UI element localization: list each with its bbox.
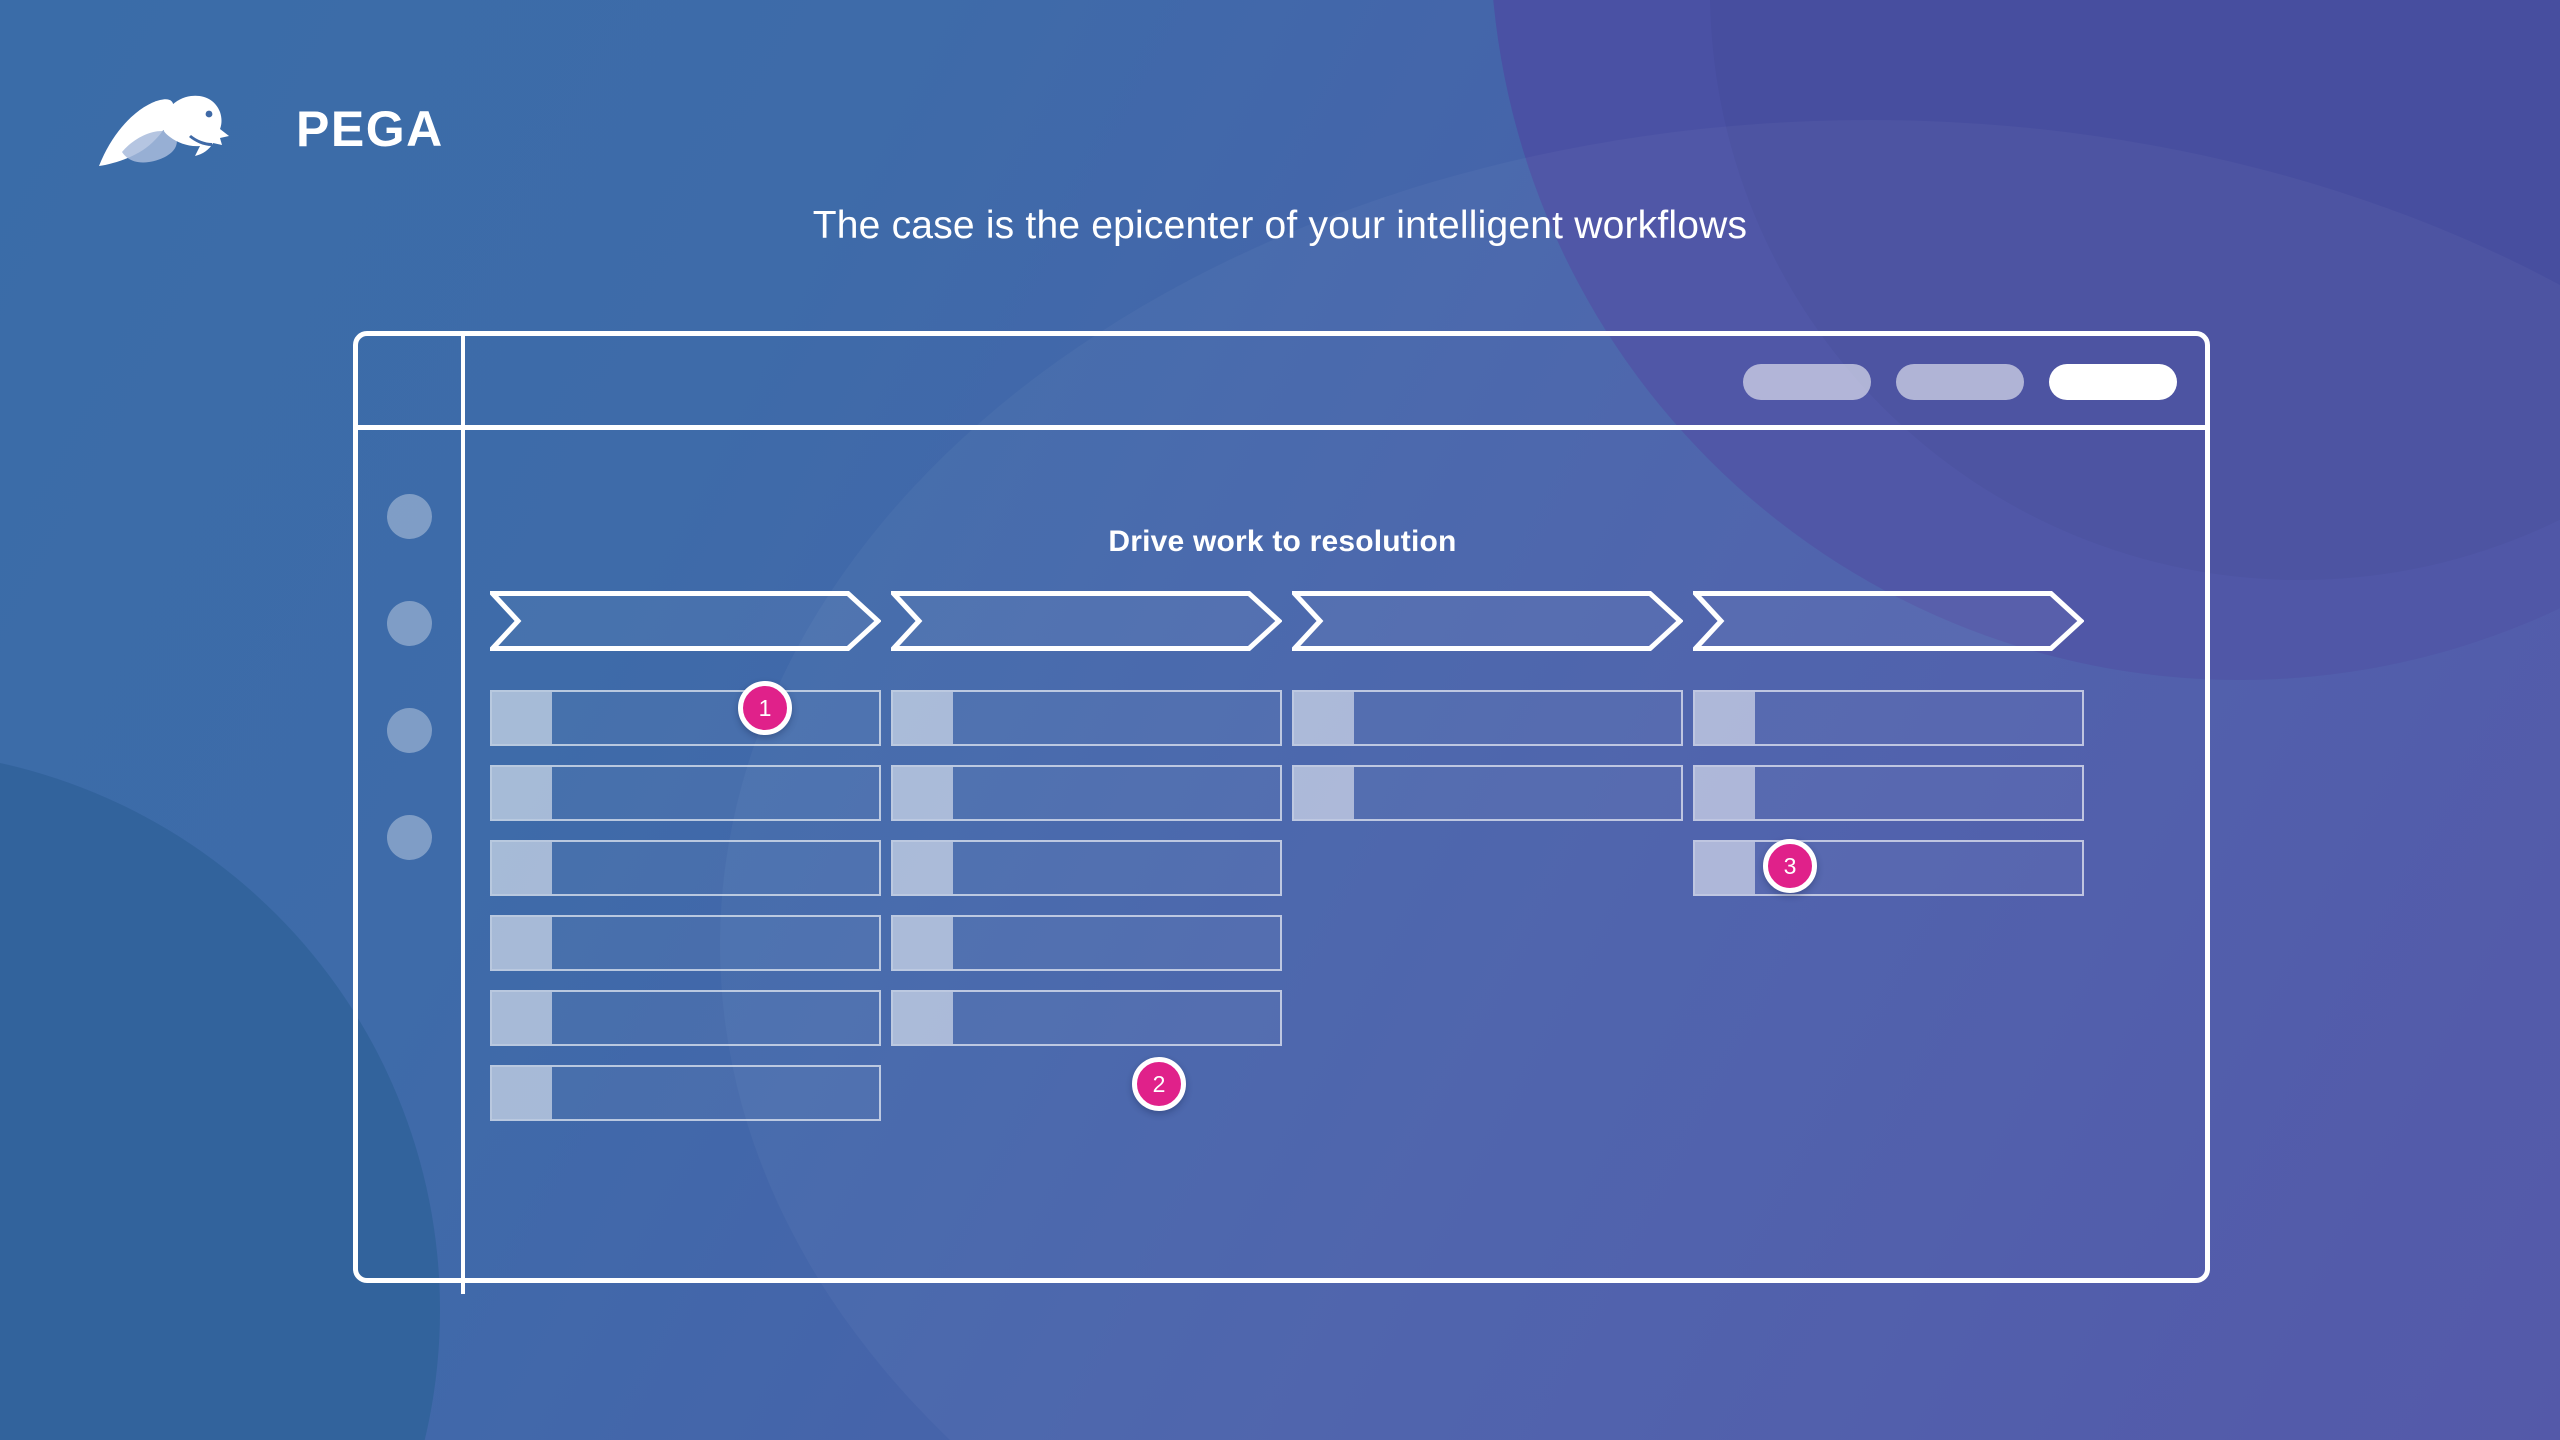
task-card-body — [953, 692, 1280, 744]
task-card[interactable] — [1693, 765, 2084, 821]
stage-column-2 — [891, 690, 1282, 1121]
stage-column-1 — [490, 690, 881, 1121]
stage-columns — [490, 690, 2084, 1121]
task-card-body — [552, 1067, 879, 1119]
sidebar-nav — [387, 494, 432, 860]
task-card-thumbnail — [1695, 692, 1755, 744]
app-window-frame: Drive work to resolution — [353, 331, 2210, 1294]
task-card[interactable] — [1693, 840, 2084, 896]
stage-column-3 — [1292, 690, 1683, 1121]
task-card-thumbnail — [492, 692, 552, 744]
task-card[interactable] — [891, 765, 1282, 821]
callout-badge-1[interactable]: 1 — [738, 681, 792, 735]
task-card[interactable] — [891, 840, 1282, 896]
task-card[interactable] — [490, 990, 881, 1046]
task-card-thumbnail — [492, 842, 552, 894]
task-card-thumbnail — [492, 917, 552, 969]
task-card-body — [1755, 767, 2082, 819]
task-card[interactable] — [1292, 690, 1683, 746]
task-card-body — [1755, 692, 2082, 744]
sidebar-nav-dot-1[interactable] — [387, 494, 432, 539]
task-card[interactable] — [1292, 765, 1683, 821]
window-topbar — [358, 336, 2205, 430]
sidebar-nav-dot-3[interactable] — [387, 708, 432, 753]
task-card-body — [1354, 767, 1681, 819]
task-card[interactable] — [490, 690, 881, 746]
task-card-body — [953, 917, 1280, 969]
brand-logo: PEGA — [96, 88, 444, 170]
task-card-thumbnail — [492, 992, 552, 1044]
toolbar-pill-2[interactable] — [1896, 364, 2024, 400]
task-card-thumbnail — [893, 692, 953, 744]
task-card-body — [552, 767, 879, 819]
task-card-body — [552, 842, 879, 894]
toolbar-pill-1[interactable] — [1743, 364, 1871, 400]
window-main-canvas: Drive work to resolution — [465, 435, 2205, 1278]
brand-name: PEGA — [296, 101, 444, 157]
task-card[interactable] — [891, 915, 1282, 971]
task-card-body — [1354, 692, 1681, 744]
task-card[interactable] — [490, 915, 881, 971]
task-card-thumbnail — [893, 842, 953, 894]
task-card[interactable] — [891, 690, 1282, 746]
task-card-body — [552, 992, 879, 1044]
task-card-thumbnail — [893, 917, 953, 969]
topbar-action-group — [1743, 364, 2177, 400]
task-card[interactable] — [1693, 690, 2084, 746]
task-card-body — [953, 992, 1280, 1044]
pega-horse-logo-icon — [99, 95, 229, 166]
sidebar-nav-dot-4[interactable] — [387, 815, 432, 860]
callout-badge-2[interactable]: 2 — [1132, 1057, 1186, 1111]
task-card-thumbnail — [893, 992, 953, 1044]
task-card-thumbnail — [1294, 767, 1354, 819]
task-card-body — [953, 842, 1280, 894]
task-card-thumbnail — [893, 767, 953, 819]
stage-chevron-row — [490, 591, 2084, 651]
sidebar-nav-dot-2[interactable] — [387, 601, 432, 646]
section-title: Drive work to resolution — [1108, 525, 1457, 558]
stage-chevron-4[interactable] — [1693, 591, 2084, 651]
task-card-thumbnail — [492, 767, 552, 819]
task-card-body — [552, 917, 879, 969]
task-card[interactable] — [490, 765, 881, 821]
task-card-thumbnail — [1695, 767, 1755, 819]
stage-chevron-2[interactable] — [891, 591, 1282, 651]
stage-column-4 — [1693, 690, 2084, 1121]
task-card[interactable] — [891, 990, 1282, 1046]
task-card-thumbnail — [1294, 692, 1354, 744]
callout-badge-3[interactable]: 3 — [1763, 839, 1817, 893]
task-card[interactable] — [490, 1065, 881, 1121]
task-card-thumbnail — [492, 1067, 552, 1119]
sidebar-divider — [461, 336, 465, 1294]
toolbar-pill-3[interactable] — [2049, 364, 2177, 400]
task-card-body — [552, 692, 879, 744]
task-card[interactable] — [490, 840, 881, 896]
task-card-thumbnail — [1695, 842, 1755, 894]
stage-chevron-1[interactable] — [490, 591, 881, 651]
slide-headline: The case is the epicenter of your intell… — [812, 204, 1748, 247]
task-card-body — [953, 767, 1280, 819]
stage-chevron-3[interactable] — [1292, 591, 1683, 651]
